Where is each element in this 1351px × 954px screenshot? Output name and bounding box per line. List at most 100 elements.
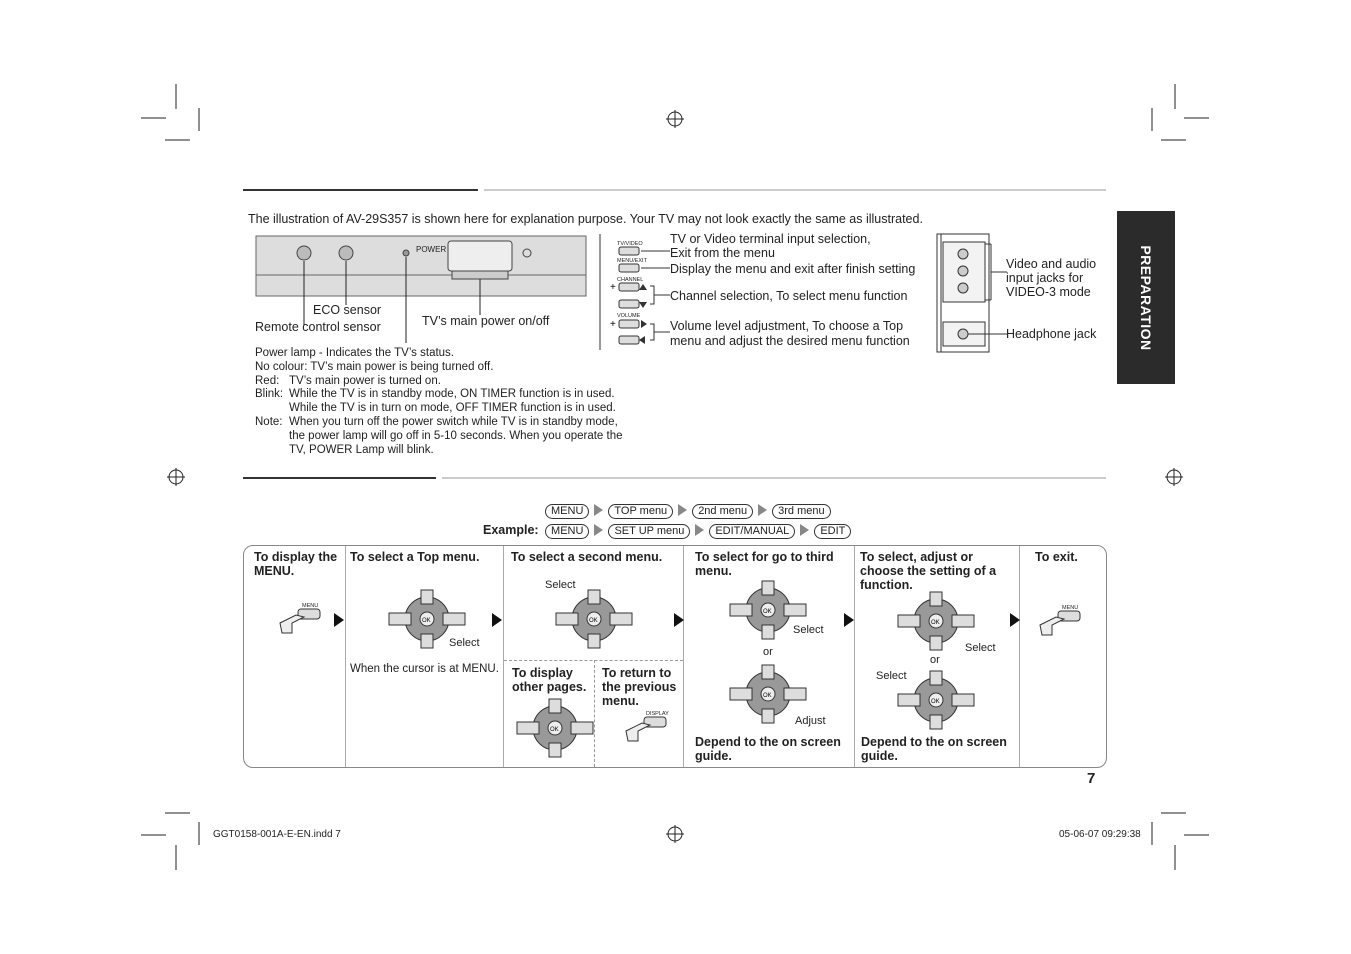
channel-desc: Channel selection, To select menu functi…	[670, 289, 908, 303]
hand-press-icon	[625, 716, 667, 742]
footer-date: 05-06-07 09:29:38	[1059, 829, 1141, 840]
menu-button-tag: MENU	[1062, 605, 1079, 611]
flow-pill: SET UP menu	[608, 524, 691, 539]
note-line: Blink:While the TV is in standby mode, O…	[255, 388, 615, 401]
hand-press-icon	[279, 608, 321, 634]
or-label: or	[763, 646, 773, 658]
steps-panel: To display the MENU. To select a Top men…	[243, 545, 1107, 768]
adjust-label: Adjust	[795, 715, 826, 727]
flow-pill: MENU	[545, 524, 590, 539]
dpad-icon: OK	[897, 591, 975, 651]
step-select-adjust: To select, adjust or choose the setting …	[860, 550, 997, 592]
page-number: 7	[1087, 770, 1096, 787]
svg-text:+: +	[610, 282, 616, 293]
or-label: or	[930, 654, 940, 666]
select-label: Select	[793, 624, 824, 636]
flow-pill: TOP menu	[608, 504, 674, 519]
svg-text:OK: OK	[550, 727, 559, 733]
flow-arrow-icon	[594, 523, 604, 536]
menu-exit-desc: Display the menu and exit after finish s…	[670, 262, 916, 276]
column-divider	[594, 660, 595, 767]
column-divider	[1019, 546, 1020, 767]
step-exit: To exit.	[1035, 550, 1078, 564]
step-other-pages: To display other pages.	[512, 666, 587, 694]
menu-exit-tag: MENU/EXIT	[617, 258, 647, 264]
step-select-third: To select for go to third menu.	[695, 550, 834, 578]
column-divider	[854, 546, 855, 767]
flow-pill: MENU	[545, 504, 590, 519]
svg-text:OK: OK	[422, 618, 431, 624]
select-label: Select	[449, 637, 480, 649]
front-panel-illustration	[255, 235, 587, 343]
note-line: No colour: TV’s main power is being turn…	[255, 360, 494, 373]
step-arrow-icon	[492, 613, 502, 627]
flow-arrow-icon	[695, 523, 705, 536]
footer-file: GGT0158-001A-E-EN.indd 7	[213, 829, 341, 840]
step-return-prev: To return to the previous menu.	[602, 666, 677, 708]
dpad-icon: OK	[388, 589, 466, 649]
svg-text:OK: OK	[589, 618, 598, 624]
dpad-icon: OK	[555, 589, 633, 649]
step-select-second: To select a second menu.	[511, 550, 663, 564]
power-label: POWER	[416, 245, 447, 254]
note-line: Red:TV’s main power is turned on.	[255, 374, 441, 387]
dpad-icon: OK	[897, 670, 975, 730]
volume-desc: Volume level adjustment, To choose a Top…	[670, 319, 910, 348]
cursor-note: When the cursor is at MENU.	[350, 663, 499, 675]
step-arrow-icon	[1010, 613, 1020, 627]
svg-text:OK: OK	[931, 699, 940, 705]
dpad-icon: OK	[729, 664, 807, 724]
flow-arrow-icon	[800, 523, 810, 536]
section-tab: PREPARATION	[1117, 211, 1175, 384]
dpad-icon: OK	[729, 580, 807, 640]
flow-pill: EDIT/MANUAL	[709, 524, 796, 539]
svg-text:+: +	[610, 319, 616, 330]
channel-tag: CHANNEL	[617, 277, 644, 283]
svg-text:OK: OK	[763, 609, 772, 615]
depend-note: Depend to the on screen guide.	[861, 735, 1007, 763]
main-power-label: TV’s main power on/off	[422, 314, 550, 328]
flow-pill: 2nd menu	[692, 504, 754, 519]
note-line: Power lamp - Indicates the TV’s status.	[255, 347, 454, 359]
side-buttons-illustration: + +	[599, 234, 670, 350]
svg-text:OK: OK	[763, 693, 772, 699]
intro-text: The illustration of AV-29S357 is shown h…	[248, 212, 923, 226]
volume-tag: VOLUME	[617, 313, 641, 319]
display-button-tag: DISPLAY	[646, 711, 669, 717]
column-divider	[503, 546, 504, 767]
flow-arrow-icon	[678, 503, 688, 516]
select-label: Select	[545, 579, 576, 591]
note-line: TV, POWER Lamp will blink.	[289, 443, 434, 456]
select-label: Select	[965, 642, 996, 654]
flow-arrow-icon	[594, 503, 604, 516]
power-notes: Power lamp - Indicates the TV’s status. …	[255, 347, 622, 457]
depend-note: Depend to the on screen guide.	[695, 735, 841, 763]
jacks-illustration	[936, 233, 1007, 353]
remote-sensor-label: Remote control sensor	[255, 320, 381, 334]
step-arrow-icon	[674, 613, 684, 627]
note-line: the power lamp will go off in 5-10 secon…	[289, 429, 623, 442]
example-label: Example:	[483, 523, 539, 537]
step-select-top: To select a Top menu.	[350, 550, 480, 564]
headphone-label: Headphone jack	[1006, 327, 1097, 341]
tv-video-desc: TV or Video terminal input selection, Ex…	[670, 232, 871, 260]
svg-text:OK: OK	[931, 620, 940, 626]
row-divider	[504, 660, 683, 661]
column-divider	[345, 546, 346, 767]
step-display-menu: To display the MENU.	[254, 550, 338, 578]
step-arrow-icon	[334, 613, 344, 627]
av-jacks-label: Video and audio input jacks for VIDEO-3 …	[1006, 257, 1097, 299]
menu-flow-row1: MENU TOP menu 2nd menu 3rd menu	[543, 501, 833, 519]
flow-pill: EDIT	[814, 524, 852, 539]
select-label: Select	[876, 670, 907, 682]
flow-pill: 3rd menu	[772, 504, 831, 519]
flow-arrow-icon	[758, 503, 768, 516]
hand-press-icon	[1039, 610, 1081, 636]
dpad-icon: OK	[516, 698, 594, 758]
step-arrow-icon	[844, 613, 854, 627]
menu-flow-row2: Example: MENU SET UP menu EDIT/MANUAL EDIT	[483, 521, 853, 539]
eco-sensor-label: ECO sensor	[313, 303, 382, 317]
note-line: Note:When you turn off the power switch …	[255, 415, 618, 428]
step-arrows	[334, 613, 1020, 627]
